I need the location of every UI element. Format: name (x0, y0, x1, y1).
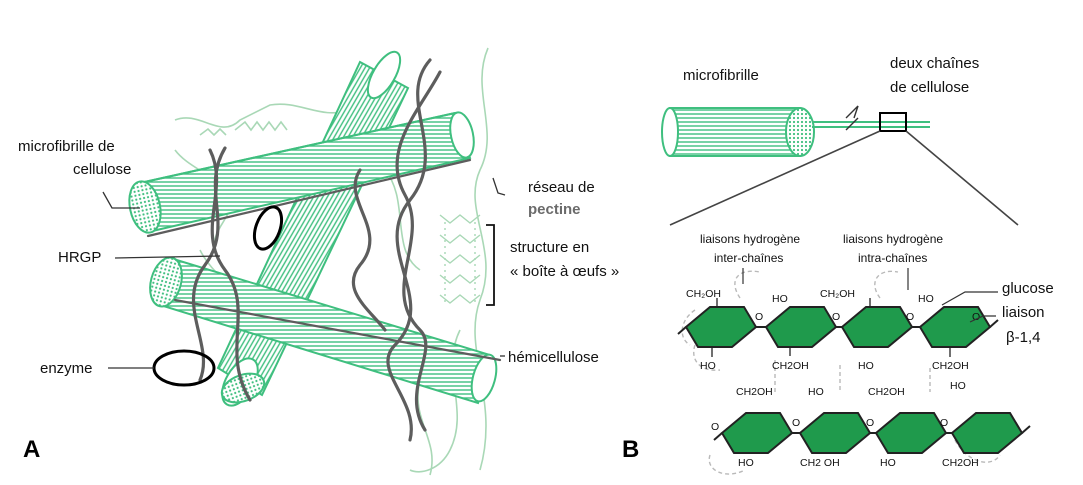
label-hbond-intra-line1: liaisons hydrogène (843, 232, 943, 246)
chain2-bottom-2: CH2 OH (800, 457, 840, 469)
label-pectin-network-line1: réseau de (528, 179, 595, 196)
chain1-o-4: O (972, 311, 980, 323)
label-hbond-inter-line2: inter-chaînes (714, 251, 783, 265)
panel-b-cellulose-chains: CH₂OH HO CH₂OH HO O O O O HO CH2OH HO CH… (622, 55, 1054, 475)
label-hbond-intra-line2: intra-chaînes (858, 251, 927, 265)
label-hrgp: HRGP (58, 249, 101, 266)
zoom-box (879, 112, 907, 132)
label-beta-1-4: β-1,4 (1006, 329, 1040, 346)
chain2-top-3: CH2OH (868, 386, 905, 398)
label-liaison: liaison (1002, 304, 1045, 321)
label-hemicellulose: hémicellulose (508, 349, 599, 366)
chain1-o-3: O (906, 311, 914, 323)
microfibril-upper (128, 111, 475, 234)
leader-lines-b (742, 268, 998, 323)
label-microfibril-cellulose-line2: cellulose (73, 161, 131, 178)
hydrogen-bond-curves (681, 270, 1001, 475)
chain1-top-3: CH₂OH (820, 288, 855, 300)
chain1-top-2: HO (772, 293, 788, 305)
zoom-line-right (905, 130, 1019, 226)
label-egg-box-line1: structure en (510, 239, 589, 256)
panel-label-b: B (622, 436, 639, 463)
microfibril-cylinder (661, 105, 930, 157)
label-glucose: glucose (1002, 280, 1054, 297)
panel-a-cell-wall-model: microfibrille de cellulose HRGP enzyme r… (18, 47, 619, 476)
microfibril-lower (149, 256, 498, 405)
enzyme-ellipse (152, 349, 216, 387)
chain2-top-1: CH2OH (736, 386, 773, 398)
label-hbond-inter-line1: liaisons hydrogène (700, 232, 800, 246)
egg-box-structure (439, 214, 481, 304)
chain1-bottom-1: HO (700, 360, 716, 372)
leader-lines-a (102, 177, 506, 369)
chain2-o-4: O (940, 417, 948, 429)
chain1-top-1: CH₂OH (686, 288, 721, 300)
chain2-o-3: O (866, 417, 874, 429)
pectin-network (174, 47, 489, 476)
chain2-top-2: HO (808, 386, 824, 398)
glucose-chain-1 (677, 298, 999, 357)
glucose-chain-2 (713, 412, 1031, 454)
chain2-o-2: O (792, 417, 800, 429)
label-two-chains-line2: de cellulose (890, 79, 969, 96)
label-microfibril-cellulose-line1: microfibrille de (18, 138, 115, 155)
chain1-o-1: O (755, 311, 763, 323)
chain2-bottom-4: CH2OH (942, 457, 979, 469)
enzyme-ellipse-inner (252, 205, 284, 251)
chain1-top-4: HO (918, 293, 934, 305)
label-egg-box-line2: « boîte à œufs » (510, 263, 619, 280)
chain-2-labels: CH2OH HO CH2OH HO O O O O HO CH2 OH HO C… (711, 380, 979, 469)
label-microfibril-b: microfibrille (683, 67, 759, 84)
chain2-bottom-3: HO (880, 457, 896, 469)
chain1-bottom-4: CH2OH (932, 360, 969, 372)
chain2-o-1: O (711, 421, 719, 433)
chain1-bottom-2: CH2OH (772, 360, 809, 372)
chain2-bottom-1: HO (738, 457, 754, 469)
chain1-bottom-3: HO (858, 360, 874, 372)
chain2-top-4: HO (950, 380, 966, 392)
hemicellulose-strands (146, 58, 502, 442)
zoom-line-left (669, 130, 881, 226)
label-two-chains-line1: deux chaînes (890, 55, 979, 72)
chain1-o-2: O (832, 311, 840, 323)
label-pectin-network-line2: pectine (528, 201, 581, 218)
label-enzyme: enzyme (40, 360, 93, 377)
panel-label-a: A (23, 436, 40, 463)
chain-1-labels: CH₂OH HO CH₂OH HO O O O O HO CH2OH HO CH… (686, 288, 980, 372)
